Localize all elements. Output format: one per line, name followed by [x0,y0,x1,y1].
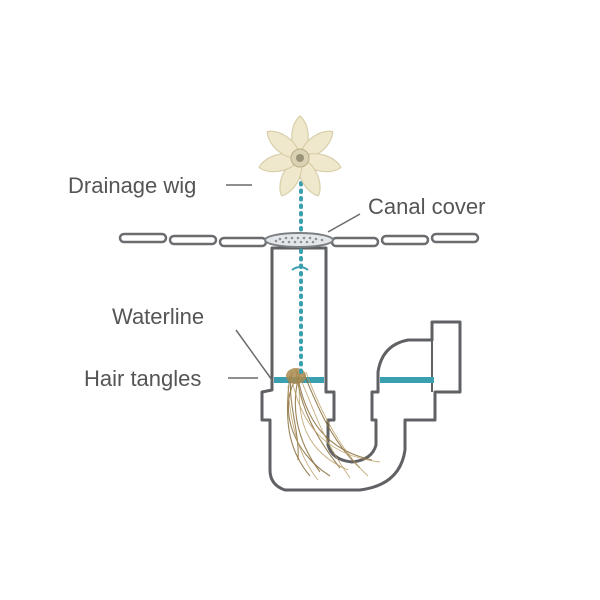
canal-cover-label: Canal cover [368,194,485,219]
waterline-leader [235,329,273,381]
drainage-wig-label: Drainage wig [68,173,196,198]
drainage-wig-flower [258,115,342,197]
waterline-label: Waterline [112,304,204,329]
hair-tangles [286,368,381,481]
canal-cover [264,232,334,248]
hair-tangles-label: Hair tangles [84,366,201,391]
canal-cover-leader [327,213,361,233]
chain-hook [291,266,309,271]
drain-pipe [260,246,462,492]
floor-segments [118,232,480,248]
